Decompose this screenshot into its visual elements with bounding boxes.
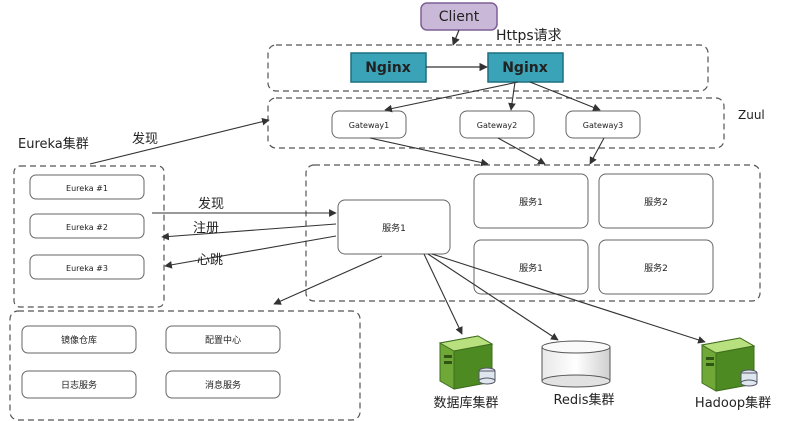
eureka-cluster-title: Eureka集群 bbox=[18, 136, 89, 152]
gateway-3: Gateway3 bbox=[565, 110, 641, 139]
gateway-label-3: Gateway3 bbox=[583, 121, 623, 130]
gateway1-to-services-arrow bbox=[369, 137, 489, 167]
client-to-nginx-arrow bbox=[451, 29, 460, 46]
eureka-node-3: Eureka #3 bbox=[29, 254, 145, 280]
gateway2-to-services-arrow bbox=[497, 137, 546, 165]
eureka-label-1: Eureka #1 bbox=[66, 184, 108, 193]
hadoop-server-icon bbox=[700, 337, 758, 392]
eureka-label-2: Eureka #2 bbox=[66, 223, 108, 232]
gateway-2: Gateway2 bbox=[459, 110, 535, 139]
service-to-hadoop-arrow bbox=[431, 253, 706, 344]
gateway3-to-services-arrow bbox=[589, 137, 605, 165]
redis-cylinder-icon bbox=[541, 340, 611, 388]
nginx-node-1: Nginx bbox=[350, 52, 427, 83]
nginx-to-gateway2-arrow bbox=[508, 81, 516, 111]
nginx-node-2: Nginx bbox=[487, 52, 564, 83]
service-container bbox=[305, 164, 761, 302]
zuul-container bbox=[267, 97, 725, 149]
https-request-label: Https请求 bbox=[496, 28, 562, 44]
gateway-1: Gateway1 bbox=[331, 110, 407, 139]
client-label: Client bbox=[439, 9, 480, 25]
infra-container bbox=[9, 310, 361, 421]
gateway-label-2: Gateway2 bbox=[477, 121, 517, 130]
discover-label: 发现 bbox=[198, 196, 224, 212]
infra-message-service: 消息服务 bbox=[165, 370, 281, 399]
eureka-label-3: Eureka #3 bbox=[66, 264, 108, 273]
eureka-node-2: Eureka #2 bbox=[29, 213, 145, 239]
eureka-node-1: Eureka #1 bbox=[29, 174, 145, 200]
service-grid-label-4: 服务2 bbox=[644, 262, 668, 274]
heartbeat-arrow bbox=[164, 235, 337, 269]
nginx-label-1: Nginx bbox=[365, 60, 411, 76]
service-grid-label-3: 服务1 bbox=[519, 262, 543, 274]
service-main: 服务1 bbox=[337, 199, 451, 255]
nginx-container bbox=[267, 44, 709, 92]
service-to-database-arrow bbox=[423, 253, 463, 335]
eureka-discover-gateway-label: 发现 bbox=[132, 131, 158, 147]
service-to-redis-arrow bbox=[427, 253, 559, 341]
nginx-to-gateway1-arrow bbox=[384, 81, 519, 113]
infra-label-3: 日志服务 bbox=[61, 379, 97, 391]
service-grid-label-2: 服务2 bbox=[644, 196, 668, 208]
redis-cluster-label: Redis集群 bbox=[553, 392, 614, 408]
infra-image-registry: 镜像仓库 bbox=[21, 325, 137, 354]
zuul-label: Zuul bbox=[738, 108, 765, 122]
hadoop-cluster-label: Hadoop集群 bbox=[695, 395, 771, 411]
infra-label-4: 消息服务 bbox=[205, 379, 241, 391]
register-arrow bbox=[161, 223, 337, 241]
infra-config-center: 配置中心 bbox=[165, 325, 281, 354]
service-grid-1: 服务1 bbox=[473, 173, 589, 229]
infra-label-1: 镜像仓库 bbox=[61, 334, 97, 346]
nginx-label-2: Nginx bbox=[502, 60, 548, 76]
database-cluster-label: 数据库集群 bbox=[433, 395, 498, 411]
infra-label-2: 配置中心 bbox=[205, 334, 241, 346]
nginx-to-gateway3-arrow bbox=[529, 81, 601, 112]
gateway-label-1: Gateway1 bbox=[349, 121, 389, 130]
heartbeat-label: 心跳 bbox=[197, 253, 223, 268]
service-to-infra-arrow bbox=[273, 255, 383, 305]
client-node: Client bbox=[420, 2, 498, 31]
service-grid-4: 服务2 bbox=[598, 239, 714, 295]
service-grid-2: 服务2 bbox=[598, 173, 714, 229]
database-server-icon bbox=[438, 335, 496, 390]
service-grid-label-1: 服务1 bbox=[519, 196, 543, 208]
service-main-label: 服务1 bbox=[382, 222, 406, 234]
register-label: 注册 bbox=[193, 221, 219, 236]
infra-log-service: 日志服务 bbox=[21, 370, 137, 399]
eureka-discover-gateway-arrow bbox=[89, 117, 270, 165]
